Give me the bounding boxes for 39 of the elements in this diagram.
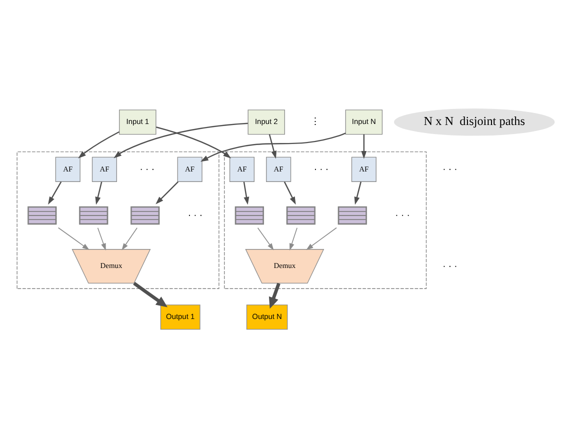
label: · · · [314, 163, 329, 174]
arrow [48, 181, 62, 204]
arrow [268, 282, 280, 308]
arrow [156, 126, 232, 158]
node-box: AF [266, 156, 292, 182]
label: · · · [395, 209, 410, 220]
arrow [78, 130, 120, 158]
label: · · · [442, 260, 458, 272]
arrow [284, 181, 296, 204]
arrow [361, 134, 367, 158]
node-box: AF [92, 156, 117, 182]
arrow [114, 122, 248, 158]
arrow [200, 132, 346, 162]
label: · · · [442, 163, 458, 174]
arrow [58, 226, 90, 250]
arrow [268, 134, 277, 158]
node-box: AF [177, 156, 202, 182]
arrow [354, 181, 362, 204]
arrow [156, 180, 178, 204]
node-box: Input 2 [248, 109, 285, 134]
node-ellipse: N x N disjoint paths [394, 108, 555, 136]
arrow [97, 226, 106, 250]
node-box: AF [351, 156, 376, 182]
label: · · · [188, 209, 203, 220]
arrow [122, 226, 138, 250]
arrow [133, 281, 168, 307]
arrow [95, 181, 102, 204]
node-box: Input N [345, 109, 383, 134]
arrow [306, 226, 337, 250]
label: · · · [140, 163, 155, 174]
node-box: Output 1 [160, 304, 200, 330]
label: ⋮ [310, 116, 320, 128]
arrow [290, 226, 298, 250]
node-box: AF [229, 156, 255, 182]
arrow [257, 226, 274, 250]
node-box: Input 1 [119, 109, 156, 134]
node-box: AF [55, 156, 80, 182]
arrow [243, 181, 250, 204]
node-box: Output N [246, 304, 288, 330]
